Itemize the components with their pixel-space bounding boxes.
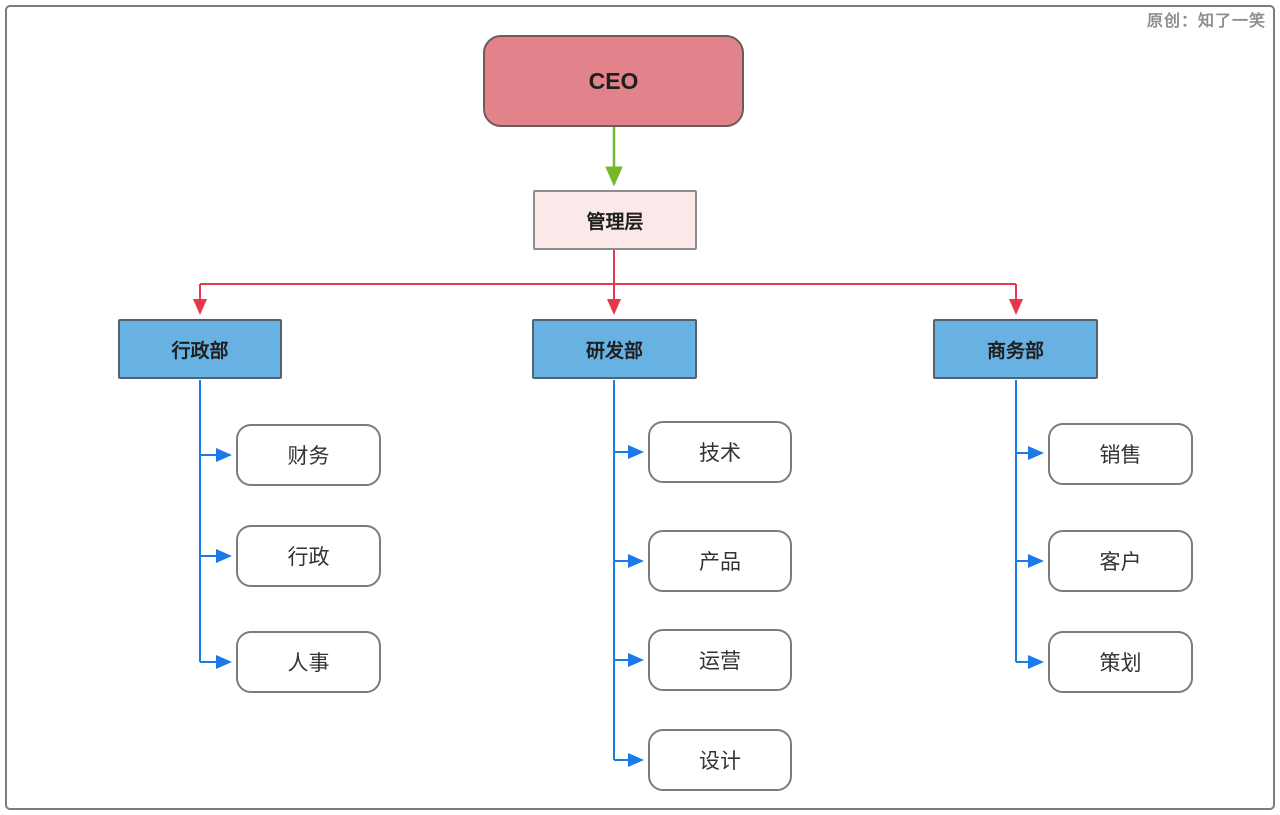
node-child-product: 产品 [648, 530, 792, 592]
node-dept-admin: 行政部 [118, 319, 282, 379]
node-ceo: CEO [483, 35, 744, 127]
node-child-admin: 行政 [236, 525, 381, 587]
node-child-hr: 人事 [236, 631, 381, 693]
node-child-finance: 财务 [236, 424, 381, 486]
node-child-customer: 客户 [1048, 530, 1193, 592]
node-child-design: 设计 [648, 729, 792, 791]
node-dept-business: 商务部 [933, 319, 1098, 379]
attribution-text: 原创：知了一笑 [1146, 13, 1266, 30]
node-dept-rnd: 研发部 [532, 319, 697, 379]
node-management: 管理层 [533, 190, 697, 250]
node-child-planning: 策划 [1048, 631, 1193, 693]
node-child-sales: 销售 [1048, 423, 1193, 485]
node-child-operations: 运营 [648, 629, 792, 691]
node-child-tech: 技术 [648, 421, 792, 483]
